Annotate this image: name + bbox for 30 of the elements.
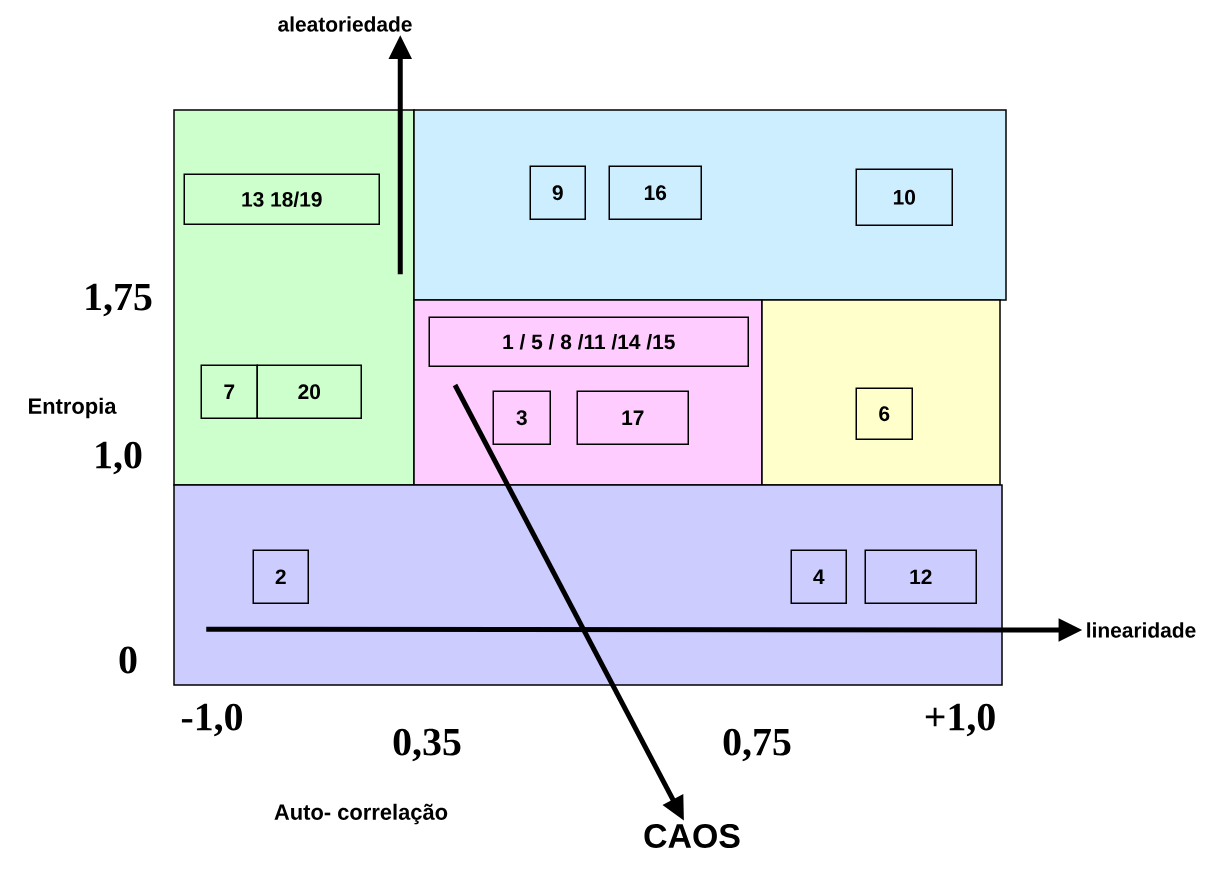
tick-label: +1,0 <box>925 703 995 737</box>
arrow-label: aleatoriedade <box>278 16 412 32</box>
number-box: 1 / 5 / 8 /11 /14 /15 <box>428 316 749 367</box>
region-box <box>761 299 1001 486</box>
arrow-label: CAOS <box>644 824 740 848</box>
region-box <box>413 299 763 486</box>
axis-title: Auto- correlação <box>274 803 448 825</box>
number-box: 6 <box>855 387 913 440</box>
region-box <box>173 484 1003 686</box>
number-box: 12 <box>864 549 977 604</box>
number-box: 13 18/19 <box>183 173 380 225</box>
arrow-label: linearidade <box>1087 622 1196 638</box>
number-box: 4 <box>790 549 847 604</box>
tick-label: 0,75 <box>723 728 791 762</box>
number-box: 10 <box>855 168 953 226</box>
tick-label: -1,0 <box>181 703 243 737</box>
tick-label: 0,35 <box>393 728 461 762</box>
region-box <box>413 109 1007 301</box>
tick-label: 1,0 <box>96 441 142 475</box>
number-box: 20 <box>256 364 362 419</box>
tick-label: 0 <box>119 646 137 674</box>
number-box: 7 <box>200 364 258 419</box>
number-box: 2 <box>252 549 309 604</box>
axis-title: Entropia <box>29 397 117 419</box>
number-box: 3 <box>492 390 551 445</box>
number-box: 9 <box>529 165 586 220</box>
tick-label: 1,75 <box>86 283 152 317</box>
region-box <box>173 109 415 486</box>
number-box: 16 <box>608 165 702 220</box>
number-box: 17 <box>576 390 689 445</box>
